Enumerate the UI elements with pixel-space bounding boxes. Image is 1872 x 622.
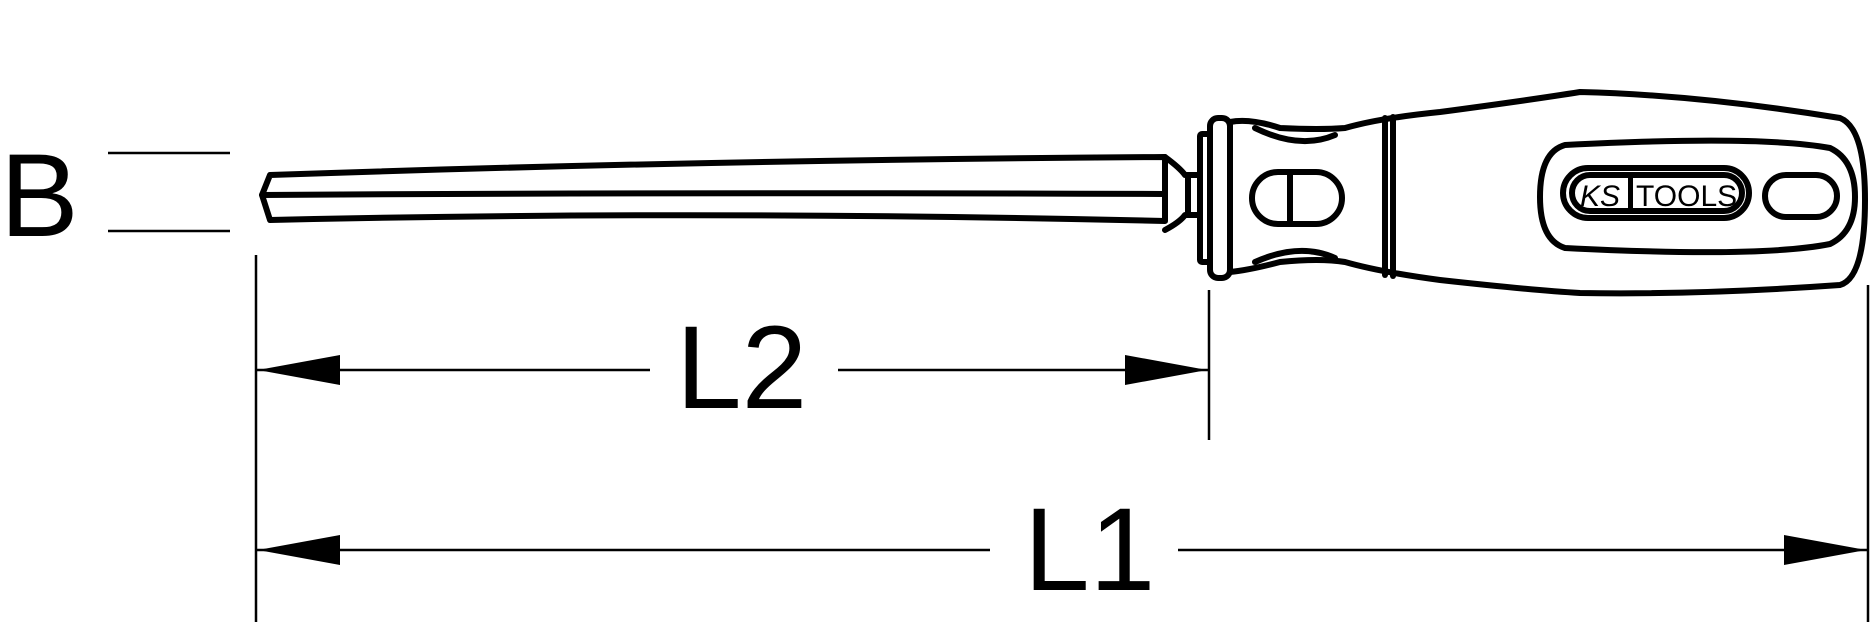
arrowhead-right-icon [1125, 355, 1207, 385]
arrowhead-left-icon [258, 355, 340, 385]
dimension-label-l2: L2 [676, 302, 807, 434]
file-handle [1227, 89, 1868, 297]
dimension-l1: L1 [256, 484, 1868, 616]
brand-logo-prefix: KS [1580, 180, 1620, 213]
grip-panel [1537, 137, 1858, 256]
arrowhead-left-icon [258, 535, 340, 565]
brand-logo-suffix: TOOLS [1636, 180, 1737, 213]
file-blade [259, 154, 1203, 233]
dimension-label-b: B [0, 130, 79, 262]
arrowhead-right-icon [1784, 535, 1866, 565]
brand-logo: KS TOOLS [1560, 165, 1752, 221]
dimension-label-l1: L1 [1024, 484, 1155, 616]
grip-slot-front [1249, 169, 1345, 227]
file-ferrule [1197, 115, 1233, 281]
dimension-l2: L2 [256, 302, 1209, 434]
grip-slot-rear [1762, 172, 1840, 220]
